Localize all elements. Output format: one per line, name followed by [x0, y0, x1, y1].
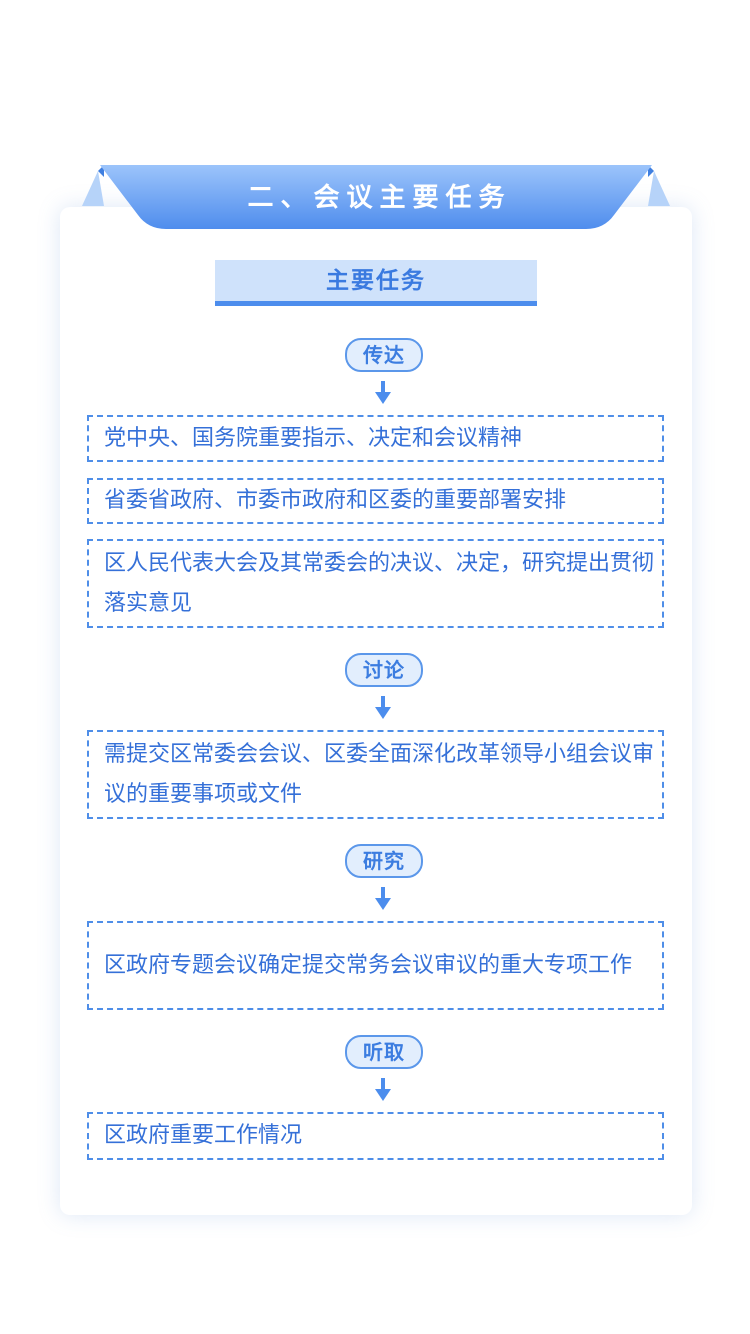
task-text: 区政府专题会议确定提交常务会议审议的重大专项工作: [104, 952, 633, 978]
task-box: 区政府重要工作情况: [87, 1112, 664, 1160]
arrow-down-icon: [375, 887, 391, 910]
pill-research: 研究: [345, 844, 423, 878]
pill-discuss: 讨论: [345, 653, 423, 687]
subtitle-banner: 主要任务: [215, 260, 537, 306]
arrow-down-icon: [375, 1078, 391, 1101]
arrow-down-icon: [375, 381, 391, 404]
task-text: 党中央、国务院重要指示、决定和会议精神: [104, 425, 523, 451]
arrow-down-icon: [375, 696, 391, 719]
task-text: 省委省政府、市委市政府和区委的重要部署安排: [104, 488, 567, 513]
task-box: 省委省政府、市委市政府和区委的重要部署安排: [87, 478, 664, 524]
ribbon-shape: [82, 165, 670, 229]
task-text: 区人民代表大会及其常委会的决议、决定，研究提出贯彻落实意见: [104, 550, 655, 616]
task-box: 需提交区常委会会议、区委全面深化改革领导小组会议审议的重要事项或文件: [87, 730, 664, 819]
task-text: 需提交区常委会会议、区委全面深化改革领导小组会议审议的重要事项或文件: [104, 741, 655, 807]
section-ribbon: 二、会议主要任务: [82, 165, 670, 231]
task-text: 区政府重要工作情况: [104, 1123, 303, 1148]
section-title: 二、会议主要任务: [247, 183, 512, 213]
task-box: 区人民代表大会及其常委会的决议、决定，研究提出贯彻落实意见: [87, 539, 664, 628]
pill-listen: 听取: [345, 1035, 423, 1069]
pill-transmit: 传达: [345, 338, 423, 372]
task-box: 党中央、国务院重要指示、决定和会议精神: [87, 415, 664, 462]
task-box: 区政府专题会议确定提交常务会议审议的重大专项工作: [87, 921, 664, 1010]
